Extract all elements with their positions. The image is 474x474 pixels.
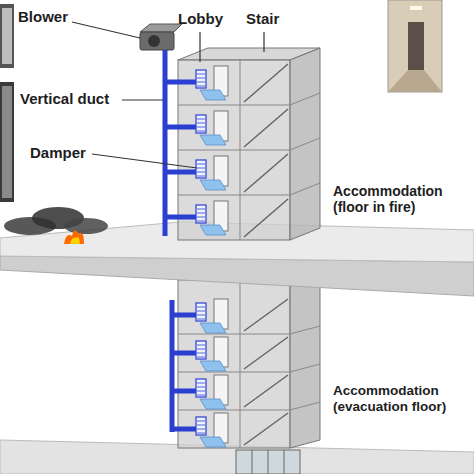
leader-line xyxy=(92,154,197,168)
damper-symbol xyxy=(196,417,226,447)
entrance-doors xyxy=(236,450,300,474)
damper-symbol xyxy=(196,160,226,190)
photo-inset xyxy=(2,86,12,198)
damper-symbol xyxy=(196,341,226,371)
damper-symbol xyxy=(196,205,226,235)
photo-frame xyxy=(0,4,14,68)
vertical-duct xyxy=(172,300,196,432)
leader-line xyxy=(72,22,140,38)
stair-flights xyxy=(244,299,288,445)
fire-core xyxy=(70,237,80,244)
callout-label: Accommodation (evacuation floor) xyxy=(333,383,471,414)
door-mullions xyxy=(252,450,284,474)
stair-partition xyxy=(240,280,241,448)
photo-light xyxy=(410,6,422,10)
stair-partition xyxy=(240,60,241,240)
blower-fan xyxy=(148,35,160,47)
slab-edge xyxy=(0,256,474,296)
tower-front xyxy=(178,280,290,448)
photo-frame xyxy=(0,82,14,202)
leader-line xyxy=(263,32,264,52)
lobby-photo xyxy=(388,0,442,92)
smoke-cloud xyxy=(64,218,108,234)
floor-lines xyxy=(178,326,320,410)
damper-symbol xyxy=(196,115,226,145)
callout-label: Vertical duct xyxy=(20,90,132,107)
blower-top xyxy=(140,24,182,32)
callout-label: Lobby xyxy=(178,10,238,27)
callout-label: Stair xyxy=(246,10,306,27)
leader-line xyxy=(122,99,163,100)
fire-flame xyxy=(64,230,84,244)
callout-label: Damper xyxy=(30,144,110,161)
damper-symbol xyxy=(196,379,226,409)
damper-symbol xyxy=(196,303,226,333)
callout-label: Accommodation (floor in fire) xyxy=(333,183,468,215)
damper-symbol xyxy=(196,70,226,100)
leader-line xyxy=(199,32,200,62)
blower-body xyxy=(140,32,174,50)
floor-lines xyxy=(178,93,320,195)
callout-label: Blower xyxy=(18,8,98,25)
vertical-duct xyxy=(165,50,196,236)
photo-floor xyxy=(388,70,442,92)
stair-flights xyxy=(244,64,288,237)
photo-corridor xyxy=(408,22,424,70)
photo-inset xyxy=(2,8,12,64)
